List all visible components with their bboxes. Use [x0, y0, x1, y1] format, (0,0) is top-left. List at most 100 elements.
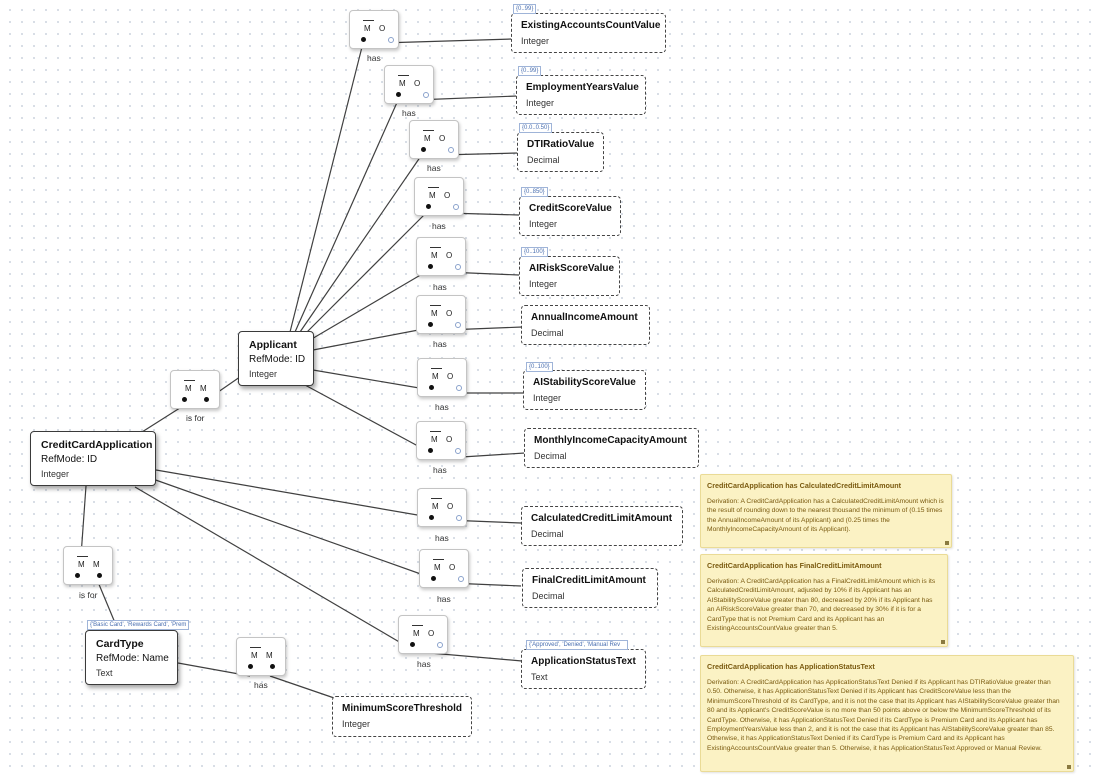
value-employmentyears[interactable]: EmploymentYearsValue Integer: [516, 75, 646, 115]
resize-handle-icon[interactable]: [1067, 765, 1071, 769]
value-monthlyincomecapacity[interactable]: MonthlyIncomeCapacityAmount Decimal: [524, 428, 699, 468]
value-name: DTIRatioValue: [527, 139, 595, 150]
uniqueness-bar: [428, 187, 439, 189]
mandatory-dot: [182, 397, 187, 402]
fact-type-box[interactable]: M O: [416, 421, 466, 460]
value-applicationstatus[interactable]: ApplicationStatusText Text: [521, 649, 646, 689]
role-marker: M: [399, 79, 406, 88]
entity-refmode: RefMode: ID: [41, 454, 98, 465]
connection-handle[interactable]: [437, 642, 443, 648]
mandatory-dot: [410, 642, 415, 647]
fact-type-box[interactable]: M O: [417, 358, 467, 397]
mandatory-dot: [396, 92, 401, 97]
fact-label: has: [437, 594, 451, 604]
derivation-note-application-status[interactable]: CreditCardApplication has ApplicationSta…: [700, 655, 1074, 772]
derivation-note-final-limit[interactable]: CreditCardApplication has FinalCreditLim…: [700, 554, 948, 647]
connection-handle[interactable]: [455, 264, 461, 270]
fact-type-box[interactable]: M O: [414, 177, 464, 216]
fact-type-box[interactable]: M O: [409, 120, 459, 159]
value-finalcreditlimit[interactable]: FinalCreditLimitAmount Decimal: [522, 568, 658, 608]
value-type: Text: [531, 672, 548, 682]
connection-handle[interactable]: [456, 385, 462, 391]
role-marker: O: [379, 24, 386, 33]
value-name: MinimumScoreThreshold: [342, 703, 463, 714]
value-calculatedcreditlimit[interactable]: CalculatedCreditLimitAmount Decimal: [521, 506, 683, 546]
connection-handle[interactable]: [448, 147, 454, 153]
fact-label: has: [367, 53, 381, 63]
value-creditscore[interactable]: CreditScoreValue Integer: [519, 196, 621, 236]
uniqueness-bar: [363, 20, 374, 22]
uniqueness-bar: [431, 498, 442, 500]
value-range: {0.0..0.50}: [519, 123, 553, 133]
role-marker: O: [446, 251, 453, 260]
connection-handle[interactable]: [456, 515, 462, 521]
connection-handle[interactable]: [388, 37, 394, 43]
entity-applicant[interactable]: Applicant RefMode: ID Integer: [238, 331, 314, 386]
fact-type-box[interactable]: M O: [416, 237, 466, 276]
entity-name: CardType: [96, 638, 144, 650]
mandatory-dot: [431, 576, 436, 581]
role-marker: O: [439, 134, 446, 143]
resize-handle-icon[interactable]: [941, 640, 945, 644]
value-type: Decimal: [534, 451, 567, 461]
value-type: Integer: [529, 279, 558, 289]
value-dtiratio[interactable]: DTIRatioValue Decimal: [517, 132, 604, 172]
fact-type-box[interactable]: M O: [384, 65, 434, 104]
role-marker: O: [449, 563, 456, 572]
resize-handle-icon[interactable]: [945, 541, 949, 545]
connection-handle[interactable]: [453, 204, 459, 210]
connection-handle[interactable]: [455, 322, 461, 328]
value-name: CreditScoreValue: [529, 203, 612, 214]
value-minimumscorethreshold[interactable]: MinimumScoreThreshold Integer: [332, 696, 472, 737]
fact-type-box[interactable]: M O: [398, 615, 448, 654]
mandatory-dot: [428, 322, 433, 327]
mandatory-dot: [204, 397, 209, 402]
value-existingaccountscount[interactable]: ExistingAccountsCountValue Integer: [511, 13, 666, 53]
role-marker: M: [364, 24, 371, 33]
entity-creditcardapplication[interactable]: CreditCardApplication RefMode: ID Intege…: [30, 431, 156, 486]
fact-label: has: [433, 465, 447, 475]
uniqueness-bar: [184, 380, 195, 382]
value-range: {0..100}: [521, 247, 548, 257]
fact-label: has: [402, 108, 416, 118]
fact-label: has: [432, 221, 446, 231]
note-title: CreditCardApplication has CalculatedCred…: [707, 481, 902, 490]
uniqueness-bar: [412, 625, 423, 627]
value-type: Integer: [526, 98, 555, 108]
connection-handle[interactable]: [458, 576, 464, 582]
mandatory-dot: [421, 147, 426, 152]
value-type: Integer: [533, 393, 562, 403]
fact-type-box[interactable]: M O: [419, 549, 469, 588]
connection-handle[interactable]: [423, 92, 429, 98]
uniqueness-bar: [398, 75, 409, 77]
entity-type: Integer: [41, 469, 70, 479]
role-marker: M: [413, 629, 420, 638]
value-type: Decimal: [527, 155, 560, 165]
fact-label: has: [417, 659, 431, 669]
value-annualincome[interactable]: AnnualIncomeAmount Decimal: [521, 305, 650, 345]
fact-type-box[interactable]: M O: [416, 295, 466, 334]
value-name: MonthlyIncomeCapacityAmount: [534, 435, 687, 446]
value-name: AnnualIncomeAmount: [531, 312, 638, 323]
fact-type-box[interactable]: M M: [170, 370, 220, 409]
fact-type-box[interactable]: M O: [349, 10, 399, 49]
fact-type-box[interactable]: M M: [63, 546, 113, 585]
fact-type-box[interactable]: M M: [236, 637, 286, 676]
role-marker: M: [432, 502, 439, 511]
connection-handle[interactable]: [455, 448, 461, 454]
entity-type: Text: [96, 668, 113, 678]
note-text: Derivation: A CreditCardApplication has …: [707, 578, 936, 633]
entity-type: Integer: [249, 369, 278, 379]
uniqueness-bar: [430, 431, 441, 433]
mandatory-dot: [429, 515, 434, 520]
role-marker: M: [200, 384, 207, 393]
value-aistabilityscore[interactable]: AIStabilityScoreValue Integer: [523, 370, 646, 410]
fact-type-box[interactable]: M O: [417, 488, 467, 527]
mandatory-dot: [75, 573, 80, 578]
role-marker: M: [432, 372, 439, 381]
value-range: {0..99}: [518, 66, 542, 76]
value-airiskscore[interactable]: AIRiskScoreValue Integer: [519, 256, 620, 296]
entity-cardtype[interactable]: CardType RefMode: Name Text: [85, 630, 178, 685]
role-marker: O: [446, 435, 453, 444]
derivation-note-calculated-limit[interactable]: CreditCardApplication has CalculatedCred…: [700, 474, 952, 548]
